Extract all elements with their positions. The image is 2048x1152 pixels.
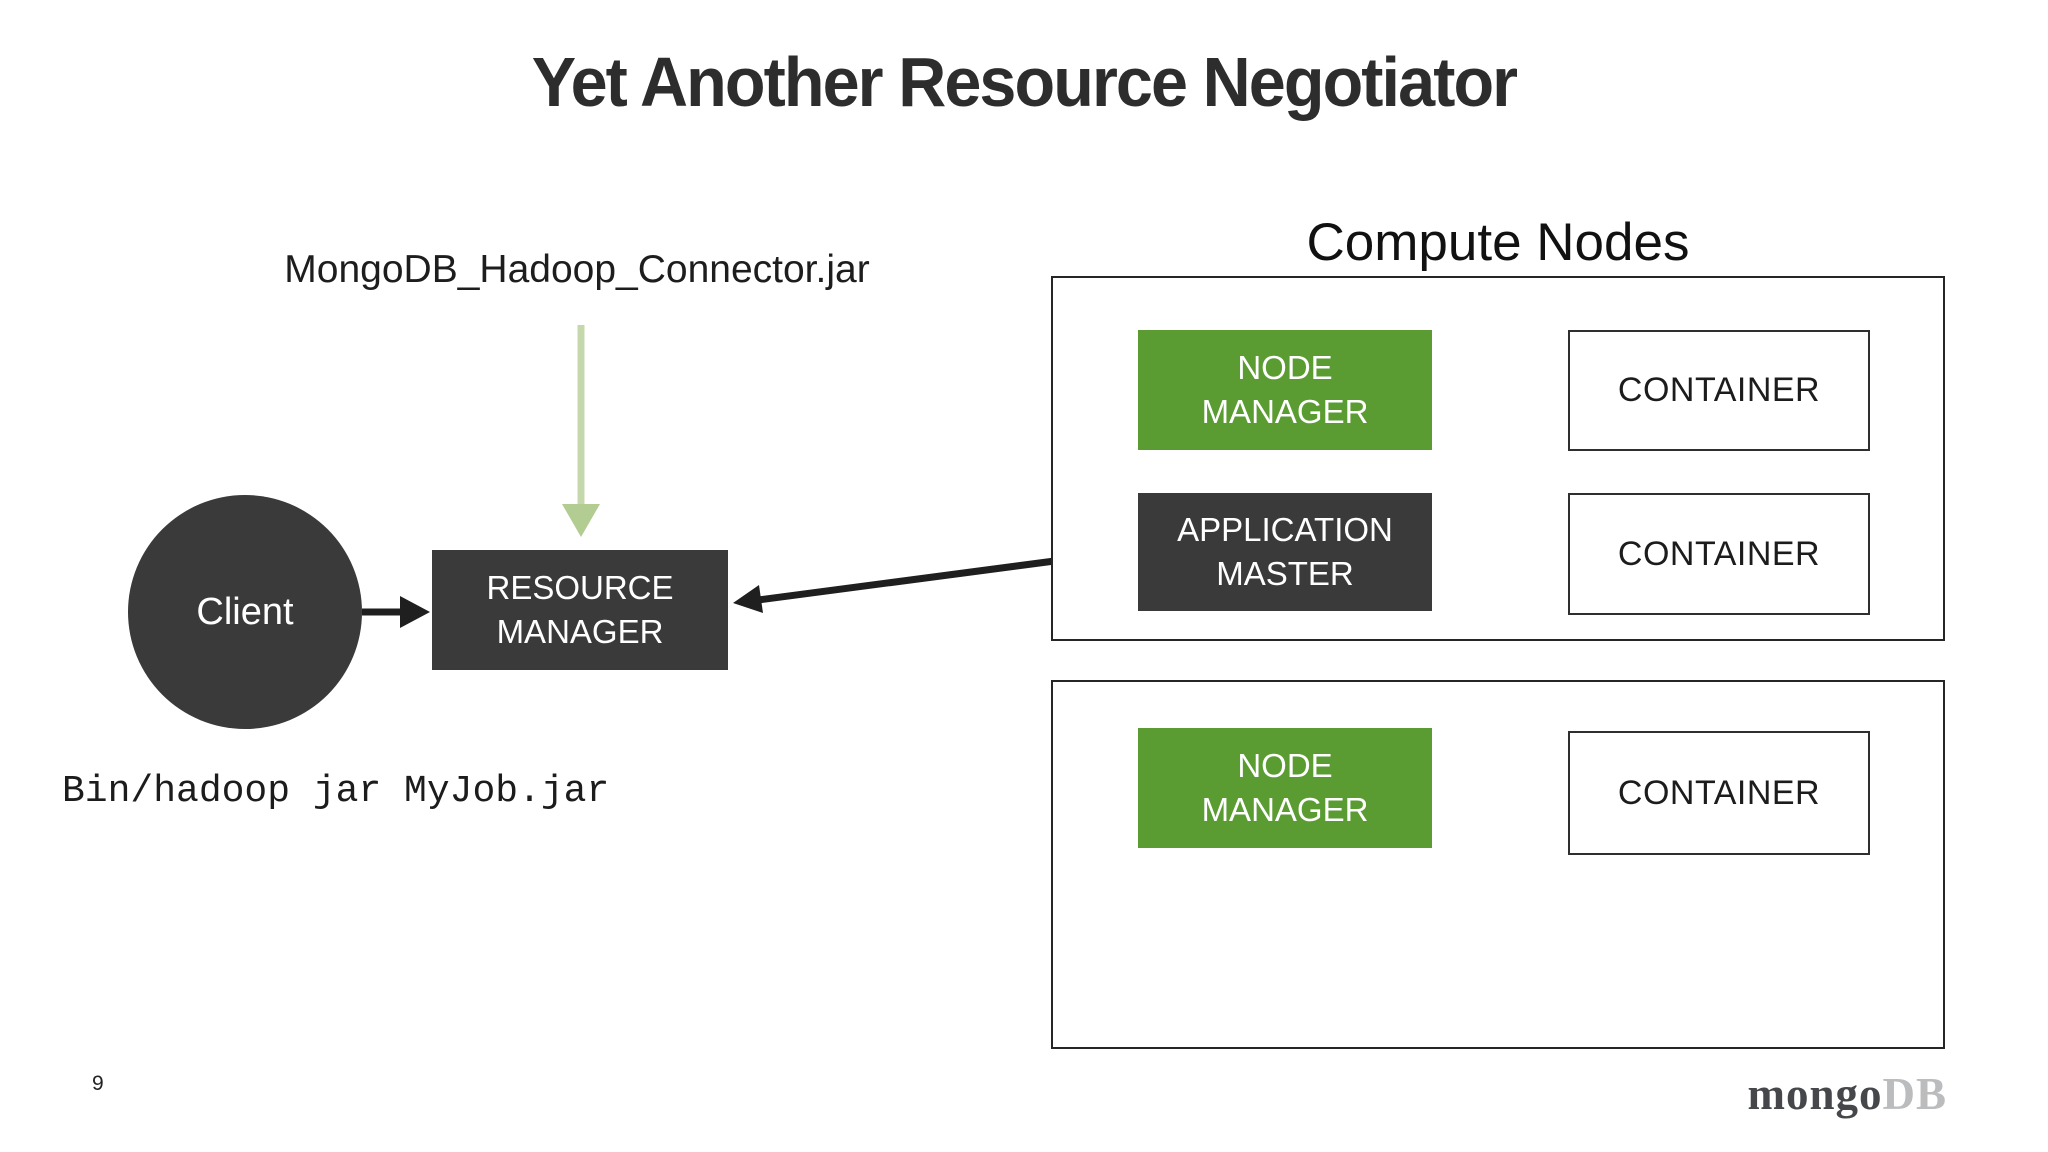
resource-manager-label-line1: RESOURCE <box>486 569 674 607</box>
application-master-label-line2: MASTER <box>1216 555 1354 592</box>
node-manager-label-line1: NODE <box>1237 349 1333 387</box>
node-manager-label-line2: MANAGER <box>1201 791 1369 828</box>
container-box: CONTAINER <box>1568 493 1870 615</box>
mongodb-logo: mongoDB <box>1747 1068 1947 1120</box>
command-text: Bin/hadoop jar MyJob.jar <box>62 770 610 813</box>
client-label: Client <box>196 590 294 633</box>
application-master-label-line1: APPLICATION <box>1177 511 1393 549</box>
mongodb-logo-mongo: mongo <box>1747 1069 1883 1119</box>
container-label: CONTAINER <box>1617 773 1821 812</box>
page-number: 9 <box>92 1072 104 1095</box>
container-label: CONTAINER <box>1617 371 1821 409</box>
resource-manager-node: RESOURCE MANAGER <box>432 550 728 670</box>
node-manager-label-line2: MANAGER <box>1201 393 1369 430</box>
node-manager-box: NODE MANAGER <box>1138 330 1432 450</box>
connector-jar-label: MongoDB_Hadoop_Connector.jar <box>284 248 870 291</box>
compute-node-panel-1: NODE MANAGER CONTAINER APPLICATION MASTE… <box>1051 276 1945 641</box>
node-manager-box: NODE MANAGER <box>1138 728 1432 848</box>
container-box: CONTAINER <box>1568 731 1870 855</box>
slide-title: Yet Another Resource Negotiator <box>531 43 1518 121</box>
jar-to-rm-arrow-icon <box>562 325 600 537</box>
mongodb-logo-db: DB <box>1882 1069 1947 1119</box>
compute-nodes-heading: Compute Nodes <box>1306 213 1690 272</box>
application-master-box: APPLICATION MASTER <box>1138 493 1432 611</box>
container-label: CONTAINER <box>1617 534 1821 573</box>
client-node: Client <box>128 495 362 729</box>
container-box: CONTAINER <box>1568 330 1870 451</box>
compute-node-panel-2: NODE MANAGER CONTAINER <box>1051 680 1945 1049</box>
node-manager-label-line1: NODE <box>1237 747 1333 785</box>
resource-manager-label-line2: MANAGER <box>496 613 664 650</box>
client-to-rm-arrow-icon <box>362 596 430 628</box>
